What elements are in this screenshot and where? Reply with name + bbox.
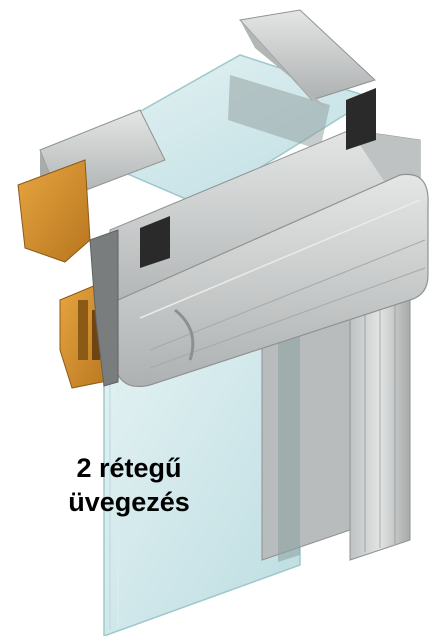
glazing-caption-line1: 2 rétegű xyxy=(76,453,182,483)
seal-gaskets xyxy=(140,88,376,268)
glazing-caption-line2: üvegezés xyxy=(68,487,190,517)
vertical-frame-profile xyxy=(261,269,411,562)
wood-sash-section xyxy=(17,159,119,389)
